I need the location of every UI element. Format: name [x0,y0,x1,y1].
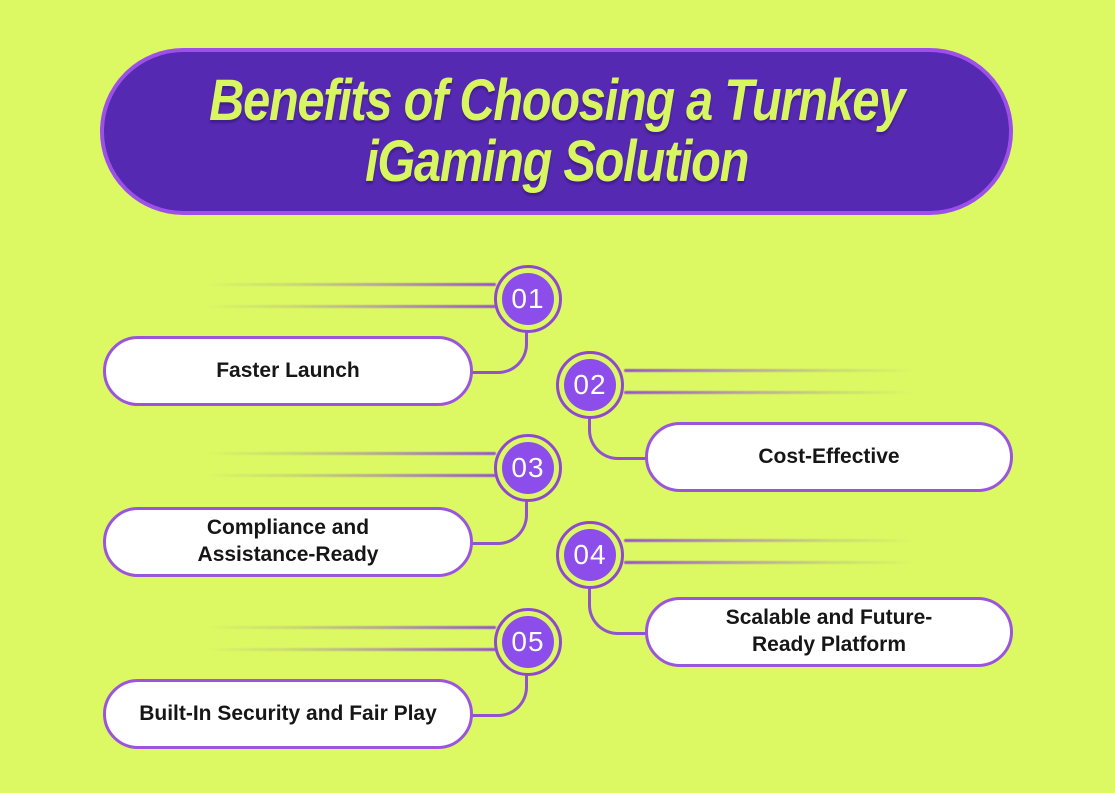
speed-line [624,561,914,564]
benefit-label: Scalable and Future- [725,606,933,630]
benefit-pill: Built-In Security and Fair Play [103,679,473,749]
speed-line [205,283,496,286]
header-banner: Benefits of Choosing a Turnkey iGaming S… [100,48,1013,215]
step-number: 02 [564,359,616,411]
step-number-badge: 01 [494,265,562,333]
benefit-label-line2: Ready Platform [751,633,907,656]
benefit-label: Compliance and [206,516,370,540]
step-number-badge: 04 [556,521,624,589]
benefit-label: Built-In Security and Fair Play [139,701,437,725]
benefit-label-line2: Assistance-Ready [197,543,379,566]
connector-curve [470,332,528,374]
connector-curve [470,675,528,717]
benefit-pill: Scalable and Future- Ready Platform [645,597,1013,667]
page-title-line2: iGaming Solution [364,128,749,194]
benefit-pill: Faster Launch [103,336,473,406]
connector-curve [470,501,528,545]
speed-line [205,305,496,308]
page-title-line1: Benefits of Choosing a Turnkey [209,68,905,134]
step-number: 03 [502,442,554,494]
speed-line [624,369,914,372]
speed-line [205,452,496,455]
benefit-pill: Compliance and Assistance-Ready [103,507,473,577]
benefit-label: Faster Launch [216,358,360,382]
benefit-label: Cost-Effective [758,444,900,468]
connector-curve [588,417,650,460]
step-number: 04 [564,529,616,581]
speed-line [205,626,496,629]
step-number: 01 [502,273,554,325]
step-number-badge: 03 [494,434,562,502]
step-number: 05 [502,616,554,668]
page-title: Benefits of Choosing a Turnkey iGaming S… [209,68,905,194]
speed-line [205,648,496,651]
step-number-badge: 05 [494,608,562,676]
benefit-pill: Cost-Effective [645,422,1013,492]
step-number-badge: 02 [556,351,624,419]
speed-line [624,539,914,542]
speed-line [624,391,914,394]
connector-curve [588,587,650,635]
speed-line [205,474,496,477]
